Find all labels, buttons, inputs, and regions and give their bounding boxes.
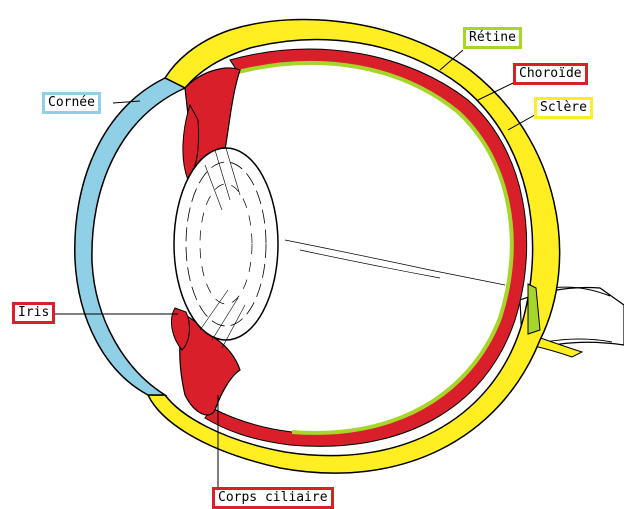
choroide-label: Choroïde [513, 63, 588, 85]
lens [174, 148, 278, 340]
retine-label: Rétine [463, 27, 522, 49]
iris-label: Iris [12, 302, 55, 324]
cornee-label: Cornée [42, 92, 101, 114]
sclere-label: Sclère [534, 97, 593, 119]
corps-ciliaire-label: Corps ciliaire [212, 487, 334, 509]
cornea [75, 78, 185, 395]
vitreous-lines [285, 240, 505, 285]
